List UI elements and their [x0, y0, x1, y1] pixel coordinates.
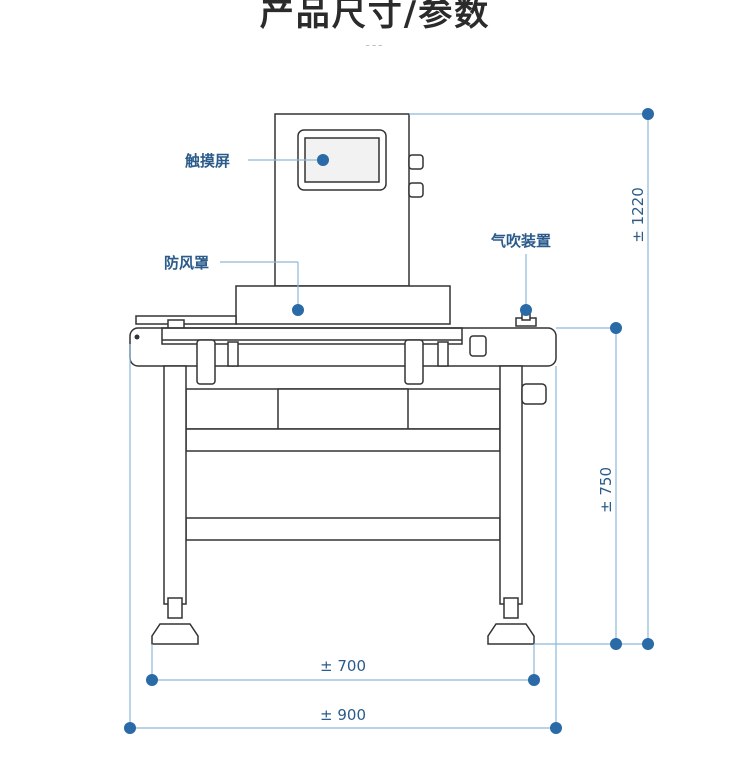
frame-crossbar-upper [185, 428, 501, 452]
checkweigher-machine [129, 113, 557, 645]
marker-dot [642, 638, 654, 650]
callout-dot-touch-screen [317, 154, 329, 166]
knob-top [408, 154, 424, 170]
right-leg [499, 365, 523, 605]
conveyor-rail [161, 327, 463, 345]
dimension-guides [129, 113, 649, 729]
label-wind-cover: 防风罩 [164, 254, 209, 272]
page-title: 产品尺寸/参数 [259, 0, 491, 34]
label-air-blow-device: 气吹装置 [490, 232, 551, 250]
knob-bottom [408, 182, 424, 198]
marker-dot [642, 108, 654, 120]
frame-crossbar-lower [185, 517, 501, 541]
callout-dot-air-blow [520, 304, 532, 316]
conveyor-guide [135, 315, 237, 325]
left-foot [151, 623, 199, 645]
conveyor-body [129, 327, 557, 367]
marker-dot [146, 674, 158, 686]
marker-dot [550, 722, 562, 734]
marker-dot [528, 674, 540, 686]
side-knob [521, 383, 547, 405]
dim-total-width: ± 900 [320, 706, 366, 724]
dim-total-height: ± 1220 [629, 187, 647, 243]
callout-dot-wind-cover [292, 304, 304, 316]
marker-dot [610, 322, 622, 334]
dim-foot-span: ± 700 [320, 657, 366, 675]
marker-dot [610, 638, 622, 650]
dimension-markers [124, 108, 654, 734]
dim-conveyor-height: ± 750 [597, 467, 615, 513]
title-decoration: --- [365, 38, 385, 52]
left-leg [163, 365, 187, 605]
label-touch-screen: 触摸屏 [185, 152, 230, 170]
right-foot [487, 623, 535, 645]
wind-cover [235, 285, 451, 325]
marker-dot [124, 722, 136, 734]
